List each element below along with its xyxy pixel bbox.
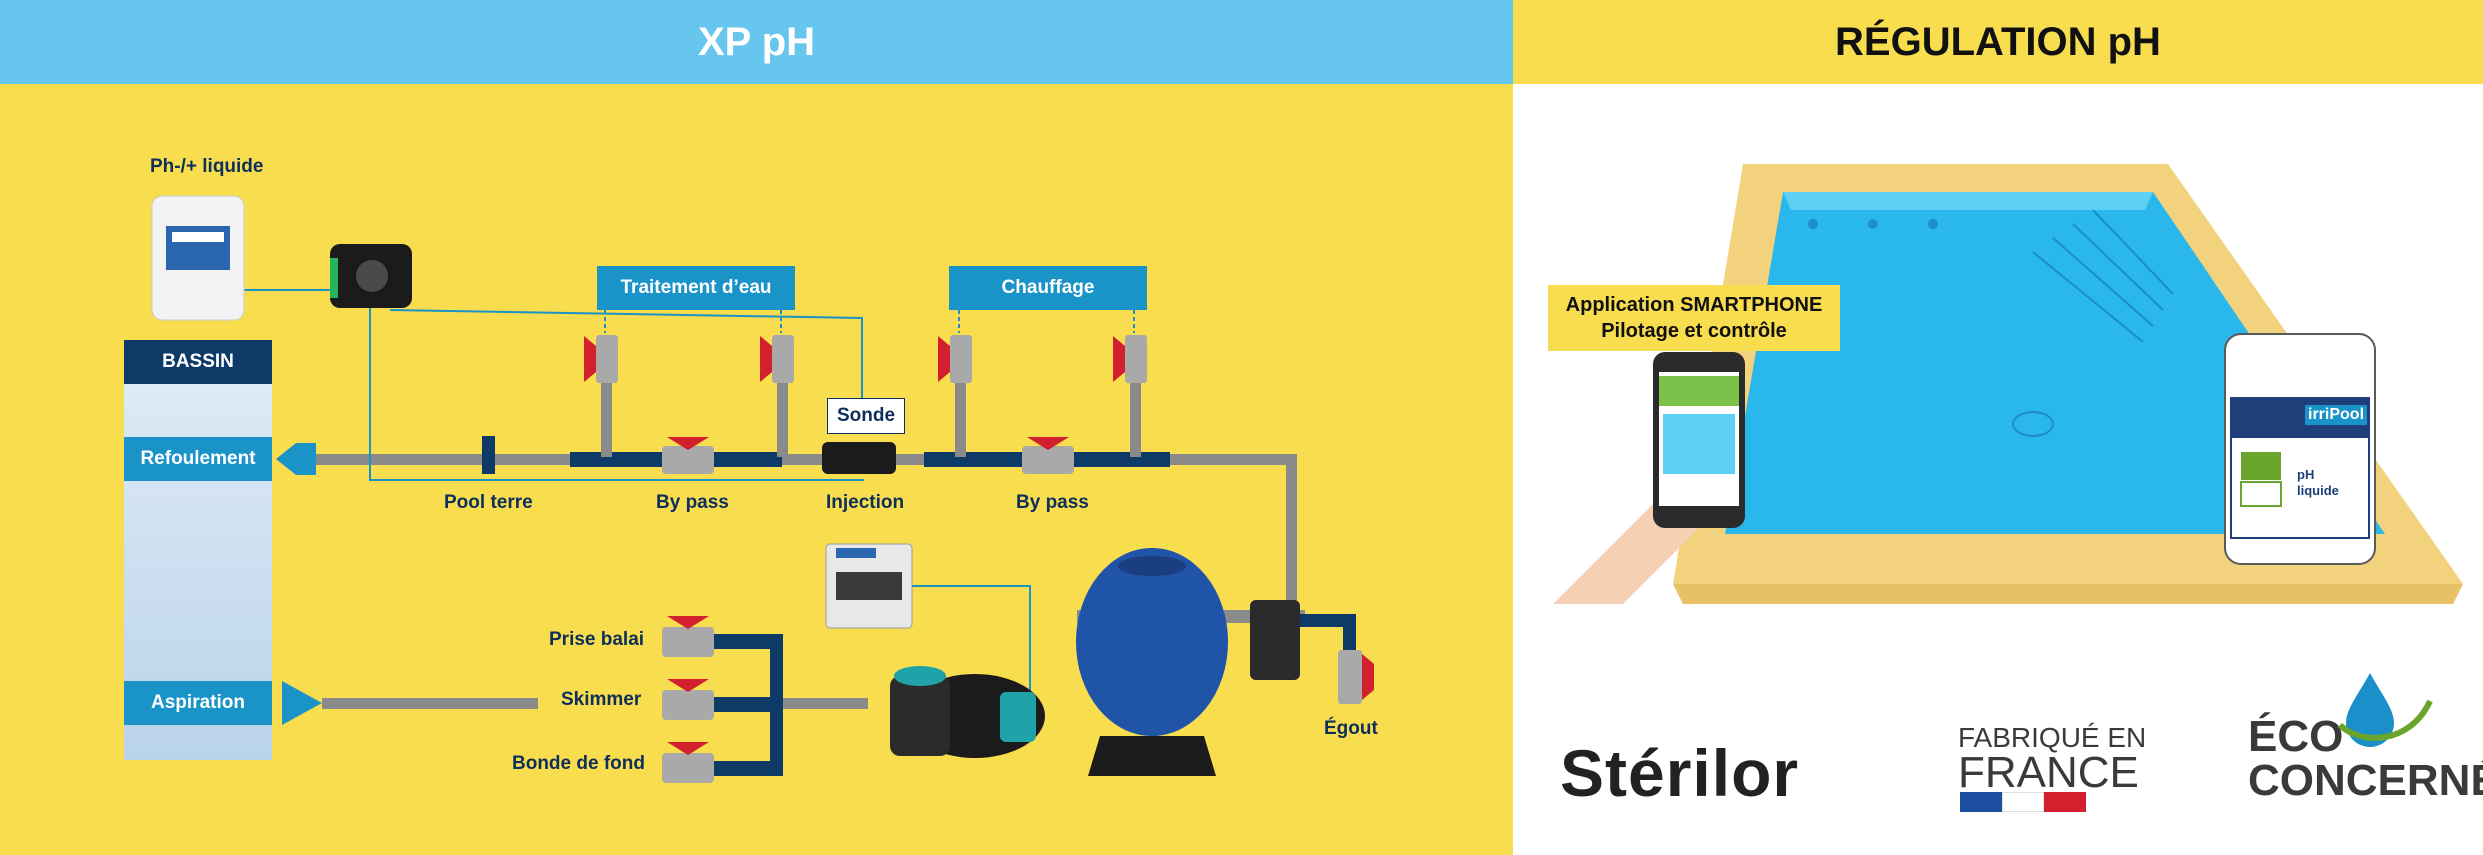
irripool-can (2224, 333, 2376, 565)
collector-top (704, 634, 779, 649)
ph-liquid-label: Ph-/+ liquide (150, 156, 264, 177)
dosing-pump (330, 244, 412, 308)
injection-fitting (822, 442, 896, 474)
drain-valve (1338, 650, 1362, 704)
pool-terre-marker (482, 436, 495, 474)
eco-line-1: ÉCO (2248, 712, 2344, 761)
bonde-de-fond-label: Bonde de fond (512, 753, 645, 774)
egout-label: Égout (1324, 718, 1378, 739)
xp-ph-title: XP pH (697, 20, 816, 64)
pool-water (1725, 192, 2385, 534)
left-header-bar (0, 0, 1513, 84)
sonde-label: Sonde (827, 398, 905, 434)
fabrique-line-1: FABRIQUÉ EN (1958, 722, 2147, 753)
pool-illustration (1553, 164, 2463, 604)
smartphone-app-callout: Application SMARTPHONE Pilotage et contr… (1548, 285, 1840, 351)
drain-valve-handle (1362, 654, 1374, 700)
prise-balai-label: Prise balai (549, 629, 645, 650)
collector-mid (704, 697, 779, 712)
regulation-title: RÉGULATION pH (1835, 20, 2161, 64)
collector-riser (770, 634, 783, 776)
suction-valves (662, 616, 714, 783)
refoulement-arrow (276, 443, 316, 475)
drain-pipe (1300, 614, 1354, 627)
can-ph-label: pH (2297, 467, 2315, 482)
app-line-1: Application SMARTPHONE (1565, 294, 1823, 316)
pool-stairs (2032, 209, 2174, 343)
bypass-1-riser-left (601, 375, 612, 457)
drain-riser (1343, 614, 1356, 654)
fabrique-line-2: FRANCE (1958, 748, 2139, 797)
circulation-pump (890, 666, 1045, 758)
return-pipe-riser (1286, 454, 1297, 629)
flag-white (2002, 792, 2044, 812)
app-line-2: Pilotage et contrôle (1601, 320, 1787, 342)
pump-inlet-pipe (718, 698, 868, 709)
chauffage-box: Chauffage (949, 266, 1147, 310)
bassin-header: BASSIN (124, 340, 272, 384)
sterilor-logo: Stérilor (1560, 736, 1800, 810)
can-liquide-label: liquide (2297, 483, 2339, 498)
ph-liquid-container (151, 195, 245, 321)
pool-terre-label: Pool terre (444, 492, 533, 513)
aspiration-tab (124, 681, 272, 725)
injection-line (369, 300, 864, 481)
aspiration-label: Aspiration (151, 692, 245, 713)
bypass-2-label: By pass (1016, 492, 1089, 513)
flag-red (2044, 792, 2086, 812)
bypass-2-riser-right (1130, 375, 1141, 457)
flag-blue (1960, 792, 2002, 812)
aspiration-arrow (282, 681, 322, 725)
suction-pipe (322, 698, 538, 709)
electrical-box (825, 543, 913, 629)
refoulement-tab (124, 437, 272, 481)
valve-group (584, 335, 1147, 383)
injection-label: Injection (826, 492, 905, 513)
inline-valves (662, 437, 1074, 474)
refoulement-label: Refoulement (140, 448, 256, 469)
probe-line (389, 309, 863, 400)
bypass-1-label: By pass (656, 492, 729, 513)
return-pipe (316, 454, 1296, 465)
traitement-box: Traitement d’eau (597, 266, 795, 310)
collector-bottom (704, 761, 779, 776)
bypass-2-riser-left (955, 375, 966, 457)
can-brand-label: irriPool (2305, 405, 2368, 425)
pump-cable (912, 585, 1031, 700)
eco-line-2: CONCERNÉ (2248, 756, 2483, 805)
right-header-bar (1513, 0, 2483, 84)
hydraulic-diagram (124, 195, 1374, 783)
eco-drop-icon (2337, 673, 2433, 747)
skimmer-label: Skimmer (561, 689, 642, 710)
sand-filter (1076, 548, 1305, 776)
bypass-1-riser-right (777, 375, 788, 457)
